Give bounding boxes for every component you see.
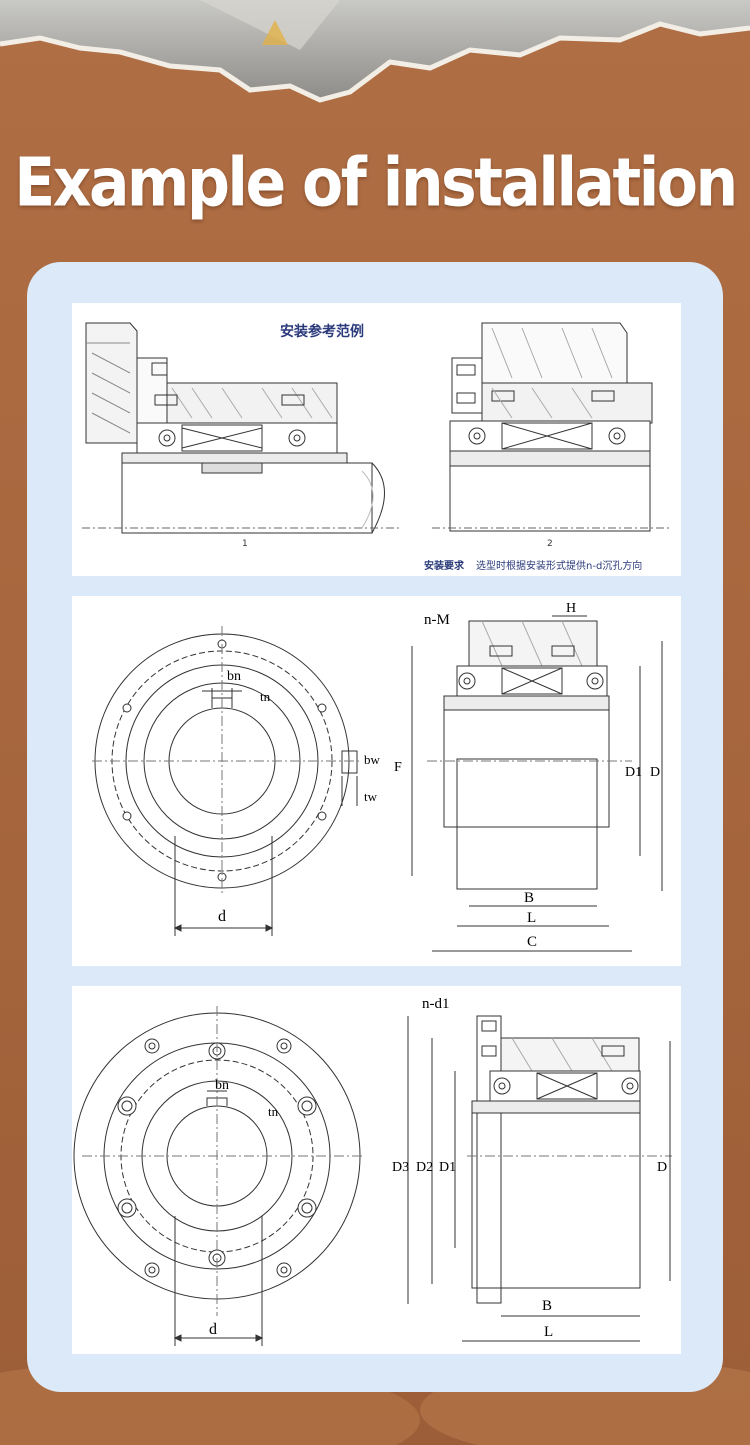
- dimension-drawing-2: bn tn d n-d1 D3 D2 D1 D B L: [73, 996, 672, 1346]
- label-L: L: [544, 1324, 553, 1340]
- label-tn: tn: [260, 689, 271, 704]
- dimension-drawing-panel-2: bn tn d n-d1 D3 D2 D1 D B L: [72, 986, 681, 1354]
- label-bn: bn: [215, 1078, 229, 1093]
- dimension-drawing-1: bn tn bw tw d n-M H F D1 D B L C: [92, 601, 663, 952]
- installation-example-drawing: 安装参考范例 1 2 安装要求 选型时根据安装形式提供n-d沉孔方向: [82, 322, 672, 572]
- label-L: L: [527, 910, 536, 926]
- label-D2: D2: [416, 1160, 433, 1175]
- label-tw: tw: [364, 789, 378, 804]
- installation-example-panel: 安装参考范例 1 2 安装要求 选型时根据安装形式提供n-d沉孔方向: [72, 303, 681, 576]
- install-note-label: 安装要求: [424, 559, 465, 572]
- label-tn: tn: [268, 1104, 279, 1119]
- label-bn: bn: [227, 669, 241, 684]
- label-n-d1: n-d1: [422, 996, 450, 1012]
- label-D: D: [650, 765, 660, 780]
- page-title: Example of installation: [14, 143, 738, 223]
- label-d: d: [209, 1321, 217, 1338]
- install-note-text: 选型时根据安装形式提供n-d沉孔方向: [476, 559, 642, 572]
- figure-number-2: 2: [547, 539, 553, 549]
- label-D: D: [657, 1160, 667, 1175]
- label-H: H: [566, 601, 576, 616]
- label-d: d: [218, 908, 226, 925]
- label-B: B: [542, 1298, 552, 1314]
- label-bw: bw: [364, 752, 381, 767]
- label-B: B: [524, 890, 534, 906]
- label-D1: D1: [439, 1160, 456, 1175]
- label-F: F: [394, 760, 402, 775]
- label-C: C: [527, 934, 537, 950]
- panel-title: 安装参考范例: [280, 323, 364, 340]
- label-D1: D1: [625, 765, 642, 780]
- figure-number-1: 1: [242, 539, 248, 549]
- label-D3: D3: [392, 1160, 409, 1175]
- label-n-M: n-M: [424, 612, 450, 628]
- dimension-drawing-panel-1: bn tn bw tw d n-M H F D1 D B L C: [72, 596, 681, 966]
